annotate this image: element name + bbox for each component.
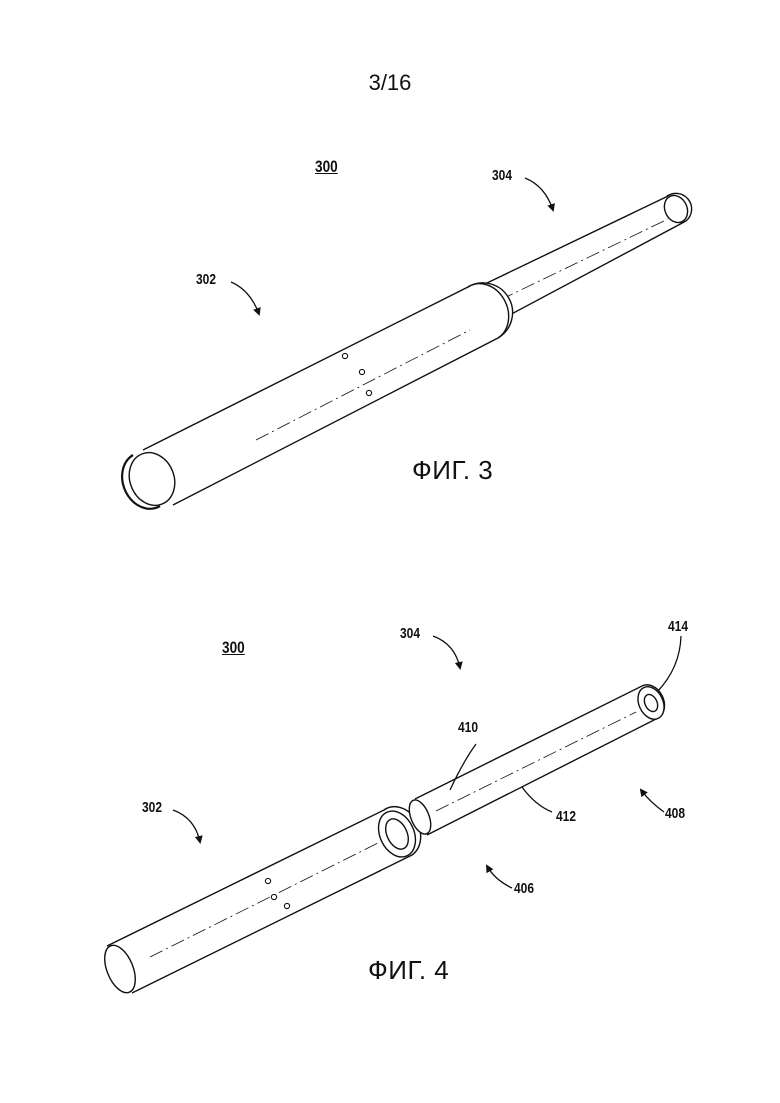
figure-4-device	[99, 683, 669, 998]
fig4-label-408: 408	[665, 805, 685, 822]
arrow-302	[231, 282, 259, 314]
arrow-304-fig4	[433, 636, 460, 668]
arrow-304	[525, 178, 553, 210]
fig4-label-412: 412	[556, 808, 576, 825]
arrow-302-fig4	[173, 810, 200, 842]
fig4-label-300: 300	[222, 638, 245, 658]
fig3-label-304: 304	[492, 167, 512, 184]
fig4-leader-arrows	[173, 636, 681, 888]
fig4-label-304: 304	[400, 625, 420, 642]
leader-412	[522, 787, 552, 812]
arrow-408	[641, 790, 664, 812]
fig3-caption: ФИГ. 3	[412, 455, 493, 486]
fig3-second-part-tube	[487, 192, 692, 318]
leader-414	[657, 636, 681, 692]
fig3-label-302: 302	[196, 271, 216, 288]
arrow-406	[487, 866, 512, 888]
fig4-label-302: 302	[142, 799, 162, 816]
fig4-label-410: 410	[458, 719, 478, 736]
fig4-second-part-tube	[405, 683, 669, 838]
fig4-label-406: 406	[514, 880, 534, 897]
figure-3-device	[121, 192, 691, 513]
fig4-caption: ФИГ. 4	[368, 955, 449, 986]
fig4-label-414: 414	[668, 618, 688, 635]
fig3-label-300: 300	[315, 157, 338, 177]
